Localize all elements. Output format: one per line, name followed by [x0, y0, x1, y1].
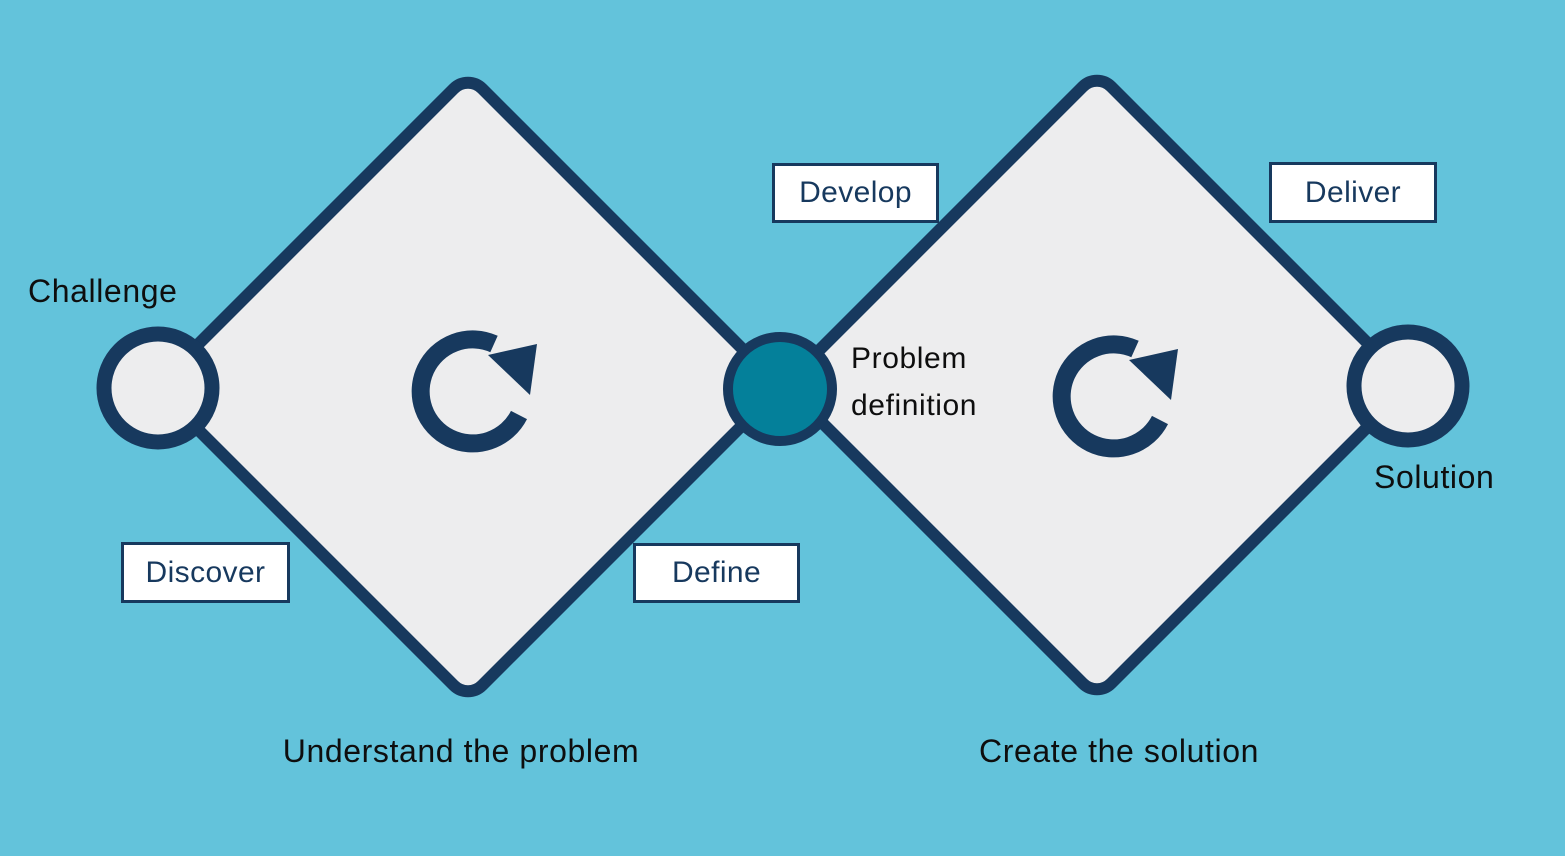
iterate-icon-arc [1052, 335, 1169, 458]
deliver-phase-box: Deliver [1269, 162, 1437, 223]
iterate-icon-arc [411, 330, 528, 453]
iterate-icon [411, 330, 537, 453]
solution-node-circle [1346, 324, 1470, 448]
create-the-solution-caption: Create the solution [978, 733, 1259, 769]
iterate-icon [1052, 335, 1178, 458]
understand-the-problem-caption: Understand the problem [282, 733, 640, 769]
solution-label: Solution [1374, 459, 1495, 495]
challenge-node-circle [96, 326, 220, 450]
problem-definition-node-circle [723, 332, 837, 446]
iterate-icon-arrowhead [488, 344, 537, 395]
problem-definition-label: Problem definition [851, 342, 978, 422]
define-phase-box: Define [633, 543, 800, 603]
discover-phase-box: Discover [121, 542, 290, 603]
develop-phase-box: Develop [772, 163, 939, 223]
challenge-label: Challenge [28, 273, 178, 309]
diamond-create-the-solution [786, 74, 1408, 696]
iterate-icon-arrowhead [1129, 349, 1178, 400]
diamond-understand-the-problem [157, 76, 779, 698]
